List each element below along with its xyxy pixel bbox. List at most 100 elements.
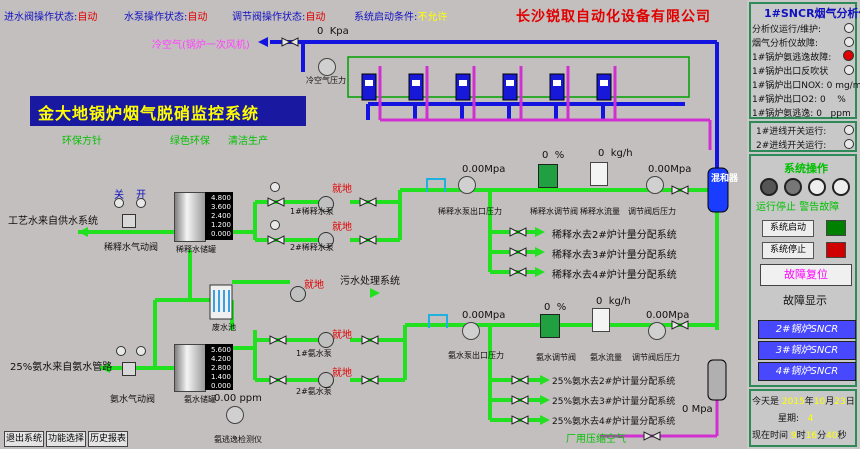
- ammonia-pump2-icon[interactable]: [318, 372, 334, 388]
- ammonia-after-valve: 0.00Mpa: [646, 310, 689, 321]
- system-stop-status: [826, 242, 846, 258]
- analyzer-row-3: 1#锅炉出口反吹状: [752, 67, 829, 77]
- water-out-pressure-label: 稀释水泵出口压力: [438, 207, 502, 216]
- water-pump2-inlet-indicator: [270, 220, 280, 230]
- water-pump1-label: 1#稀释水泵: [290, 207, 334, 216]
- o2-value: 0: [820, 95, 826, 105]
- ammonia-scale-0: 5.600: [210, 346, 231, 354]
- date-day: 23: [834, 397, 846, 407]
- switch-2-label: 2#进线开关运行:: [756, 141, 827, 151]
- start-condition-label: 系统启动条件:: [354, 12, 418, 23]
- analyzer-title: 1#SNCR烟气分析仪: [764, 7, 860, 20]
- air-pressure-gauge-icon: [318, 58, 336, 76]
- pump-status-value: 自动: [187, 12, 208, 23]
- date-month-unit: 月: [825, 397, 835, 407]
- mixer-label: 混和器: [711, 174, 739, 184]
- analyzer-row-6: 1#锅炉氨逃逸: 0 ppm: [752, 106, 851, 119]
- ammonia-after-valve-unit: Mpa: [668, 310, 690, 321]
- slogan-2: 绿色环保: [170, 136, 210, 147]
- dilution-scale-4: 0.000: [210, 230, 231, 238]
- water-pneumatic-valve-icon[interactable]: [122, 214, 136, 228]
- water-branch-2: 稀释水去2#炉计量分配系统: [552, 230, 677, 241]
- ammonia-tank: [174, 344, 206, 392]
- water-valve-on-indicator[interactable]: [136, 198, 146, 208]
- warning-lamp-icon: [808, 178, 826, 196]
- datetime-panel: [749, 389, 857, 447]
- main-title-banner: [30, 96, 306, 126]
- ammonia-out-pressure-unit: Mpa: [484, 310, 506, 321]
- ammonia-leak-unit: ppm: [239, 393, 262, 404]
- water-pump2-icon[interactable]: [318, 232, 334, 248]
- history-report-button[interactable]: 历史报表: [88, 431, 128, 447]
- ammonia-tank-label: 氨水储罐: [184, 395, 216, 404]
- analyzer-panel: [749, 2, 857, 119]
- water-reg-valve-pct-value: 0: [542, 150, 549, 161]
- ammonia-pump1-label: 1#氨水泵: [296, 349, 332, 358]
- water-valve-off-indicator[interactable]: [114, 198, 124, 208]
- water-reg-valve-pct-unit: %: [554, 150, 565, 161]
- regulator-status: 调节阀操作状态:自动: [232, 8, 325, 23]
- ammonia-pump1-icon[interactable]: [318, 332, 334, 348]
- dilution-scale-0: 4.800: [210, 194, 231, 202]
- ammonia-pump2-label: 2#氨水泵: [296, 387, 332, 396]
- dilution-scale-3: 1.200: [210, 221, 231, 229]
- boiler3-sncr-button[interactable]: 3#锅炉SNCR: [758, 341, 856, 360]
- ammonia-after-valve-value: 0.00: [646, 310, 669, 321]
- time-second-unit: 秒: [837, 431, 847, 441]
- ammonia-top-pipe: [378, 66, 712, 150]
- boiler4-sncr-button[interactable]: 4#锅炉SNCR: [758, 362, 856, 381]
- water-reg-valve-actuator-icon[interactable]: [538, 164, 558, 188]
- time-hour: 9: [790, 431, 797, 441]
- ammonia-reg-valve-label: 氨水调节阀: [536, 353, 576, 362]
- ammonia-branch-4: 25%氨水去4#炉计量分配系统: [552, 417, 676, 427]
- ammonia-pneumatic-valve-icon[interactable]: [122, 362, 136, 376]
- date-year: 2015: [781, 397, 805, 407]
- branch-arrows: [78, 227, 550, 425]
- water-out-pressure-unit: Mpa: [484, 164, 506, 175]
- lamp-label-warning: 警告: [799, 202, 820, 213]
- air-pressure-unit: Kpa: [329, 26, 349, 37]
- air-pressure-label: 冷空气压力: [306, 76, 346, 85]
- exit-system-button[interactable]: 退出系统: [4, 431, 44, 447]
- ammonia-after-valve-gauge-icon: [648, 322, 666, 340]
- function-select-button[interactable]: 功能选择: [46, 431, 86, 447]
- water-flowmeter-icon: [590, 162, 608, 186]
- start-condition-value: 不允许: [417, 12, 448, 23]
- ammonia-slip-unit: ppm: [830, 109, 851, 119]
- boiler2-sncr-button[interactable]: 2#锅炉SNCR: [758, 320, 856, 339]
- weekday-row: 星期: 4: [778, 411, 813, 424]
- ammonia-valve-on-indicator[interactable]: [136, 346, 146, 356]
- ammonia-flow: 0 kg/h: [596, 296, 631, 307]
- ammonia-reg-valve-actuator-icon[interactable]: [540, 314, 560, 338]
- ammonia-reg-valve-pct-value: 0: [544, 302, 551, 313]
- ammonia-valve-off-indicator[interactable]: [116, 346, 126, 356]
- system-stop-button[interactable]: 系统停止: [762, 242, 814, 259]
- regulator-status-value: 自动: [305, 12, 326, 23]
- water-reg-valve-label: 稀释水调节阀: [530, 207, 578, 216]
- water-pump1-icon[interactable]: [318, 196, 334, 212]
- today-label: 今天是: [752, 397, 780, 407]
- o2-label: 1#锅炉出口O2:: [752, 95, 818, 105]
- air-pipe: [270, 40, 719, 170]
- water-out-pressure-value: 0.00: [462, 164, 485, 175]
- water-pump2-state: 就地: [332, 222, 352, 233]
- analyzer-row-5: 1#锅炉出口O2: 0 %: [752, 92, 846, 105]
- fault-reset-button[interactable]: 故障复位: [760, 264, 852, 286]
- water-out-pressure: 0.00Mpa: [462, 164, 505, 175]
- water-pump1-inlet-indicator: [270, 182, 280, 192]
- water-after-valve-gauge-icon: [646, 176, 664, 194]
- water-after-valve-value: 0.00: [648, 164, 671, 175]
- ammonia-out-pressure-gauge-icon: [462, 322, 480, 340]
- system-start-button[interactable]: 系统启动: [762, 220, 814, 237]
- ammonia-flow-unit: kg/h: [608, 296, 631, 307]
- system-ops-title: 系统操作: [784, 162, 828, 175]
- o2-unit: %: [837, 95, 846, 105]
- fault-display-button[interactable]: 故障显示: [783, 294, 827, 307]
- ammonia-reg-valve-pct-unit: %: [556, 302, 567, 313]
- inlet-valve-status: 进水阀操作状态:自动: [4, 8, 97, 23]
- dilution-scale-1: 3.600: [210, 203, 231, 211]
- ammonia-tank-scale: 5.600 4.200 2.800 1.400 0.000: [205, 344, 233, 390]
- sewage-pump-icon[interactable]: [290, 286, 306, 302]
- water-reg-valve-pct: 0 %: [542, 150, 564, 161]
